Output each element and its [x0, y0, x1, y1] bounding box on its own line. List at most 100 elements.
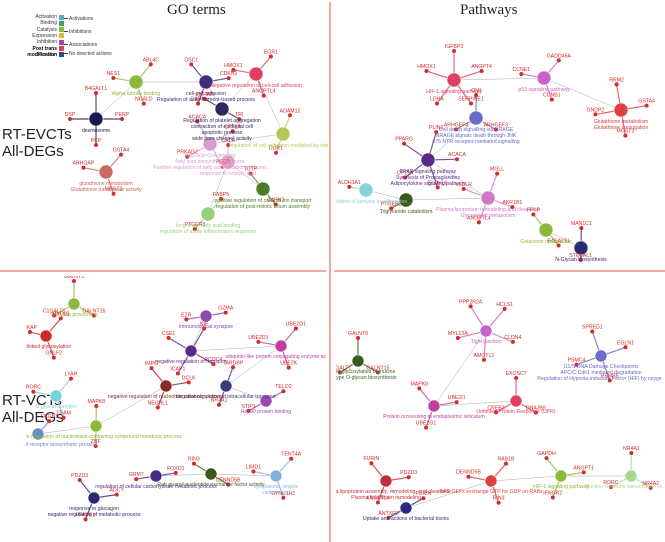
- term-label: O-glycan complex: [35, 404, 77, 410]
- gene-node: [230, 129, 235, 134]
- row-label-top: RT-EVCTs All-DEGs: [2, 126, 72, 160]
- gene-label: ACACA: [448, 152, 466, 158]
- term-node: [398, 192, 414, 208]
- term-label: contraction of epithelial cell: [191, 124, 253, 130]
- term-label: Glutathione transferase activity: [70, 187, 142, 193]
- term-node: [220, 154, 236, 170]
- gene-node: [421, 496, 426, 501]
- gene-label: PDZD3: [400, 470, 417, 476]
- legend-edge-line: [64, 18, 68, 19]
- gene-label: RRM2: [609, 77, 624, 83]
- term-node: [379, 474, 393, 488]
- term-node: [184, 344, 198, 358]
- gene-label: ZNF395: [195, 92, 214, 98]
- label-layer: B4GALT1PERPPKPDSPdesmosomeABL4CNCALDNES1…: [65, 49, 328, 235]
- legend-swatch: [59, 20, 64, 26]
- gene-node: [69, 376, 74, 381]
- term-label: Glutathione conjugation: [594, 125, 649, 131]
- gene-label: EXOSC7: [506, 371, 527, 377]
- gene-node: [231, 67, 236, 72]
- legend-swatch: [59, 52, 64, 58]
- gene-label: PCDC4: [205, 357, 223, 363]
- gene-label: PDZD3: [71, 473, 88, 479]
- term-node: [128, 74, 144, 90]
- network-edge: [221, 73, 257, 110]
- term-label: Synthesis of Prostaglandins: [396, 175, 460, 181]
- gene-label: GAPDH: [537, 451, 556, 457]
- gene-label: NES1: [107, 71, 121, 77]
- gene-label: CAPN2: [267, 198, 284, 204]
- gene-node: [141, 101, 146, 106]
- term-node: [427, 399, 441, 413]
- gene-node: [148, 62, 153, 67]
- go-terms-title: GO terms: [167, 2, 226, 18]
- gene-node: [196, 101, 201, 106]
- term-label: glutathione metabolism: [79, 181, 132, 187]
- term-label: negative regulation of intracellular tra…: [176, 394, 276, 400]
- gene-label: HCLS1: [496, 302, 513, 308]
- gene-node: [223, 310, 228, 315]
- legend-swatch: [59, 46, 64, 51]
- gene-label: SCGB1: [40, 414, 58, 420]
- term-label: Glycerolipid metabolism: [460, 213, 515, 219]
- gene-node: [510, 339, 515, 344]
- gene-node: [216, 402, 221, 407]
- term-label: O-glycan processing: [50, 312, 97, 318]
- network-edge: [427, 159, 489, 199]
- gene-node: [91, 313, 96, 318]
- gene-label: SPRED1: [582, 325, 603, 331]
- term-label: Cell death signalling via NRAGE: [439, 127, 514, 133]
- gene-label: IMPG: [145, 361, 158, 367]
- gene-label: DSP: [65, 112, 76, 118]
- gene-label: DSC1: [184, 57, 198, 63]
- term-label: regulation of acute inflammatory respons…: [160, 229, 257, 235]
- gene-node: [231, 365, 236, 370]
- gene-label: ANGPT1: [573, 465, 594, 471]
- term-label: Tight junction: [471, 339, 502, 345]
- term-label: wide pore channel activity: [192, 136, 252, 142]
- gene-node: [202, 96, 207, 101]
- gene-node: [454, 400, 459, 405]
- node-layer: [68, 54, 293, 232]
- gene-node: [286, 365, 291, 370]
- legend-swatch: [59, 27, 64, 33]
- gene-node: [52, 313, 57, 318]
- gene-label: GNLF2: [45, 351, 62, 357]
- term-label: negative regulation of transport: [155, 359, 227, 365]
- gene-node: [219, 196, 224, 201]
- term-label: O-linked glycosylation of mucins: [336, 369, 395, 375]
- gene-label: TCTP: [244, 166, 258, 172]
- gene-node: [155, 405, 160, 410]
- gene-node: [495, 171, 500, 176]
- term-node: [214, 101, 230, 117]
- term-label: N-Glycan biosynthesis: [555, 257, 607, 263]
- term-node: [87, 491, 101, 505]
- gene-node: [623, 133, 628, 138]
- gene-node: [550, 495, 555, 500]
- gene-label: TENT4A: [281, 452, 301, 458]
- gene-label: GSTA4: [113, 148, 130, 154]
- gene-label: RAB1B: [498, 457, 516, 463]
- term-node: [554, 469, 568, 483]
- term-label: NRAGE signals death through JNK: [436, 133, 517, 139]
- gene-node: [494, 410, 499, 415]
- gene-node: [402, 141, 407, 146]
- row-label-top-line1: RT-EVCTs: [2, 126, 72, 143]
- legend-edge-line: [64, 31, 68, 32]
- gene-node: [94, 404, 99, 409]
- legend-swatch: [59, 14, 64, 20]
- term-label: Regulation of lipolysis in adipocytes: [336, 199, 407, 205]
- term-node: [446, 72, 462, 88]
- network-edge: [427, 117, 477, 161]
- term-node: [573, 240, 589, 256]
- gene-label: NR4A1: [211, 398, 228, 404]
- term-node: [199, 309, 213, 323]
- network-edge: [405, 197, 489, 201]
- gene-label: DENND5B: [456, 470, 481, 476]
- gene-label: PERP: [115, 112, 130, 118]
- gene-node: [579, 226, 584, 231]
- term-node: [49, 389, 63, 403]
